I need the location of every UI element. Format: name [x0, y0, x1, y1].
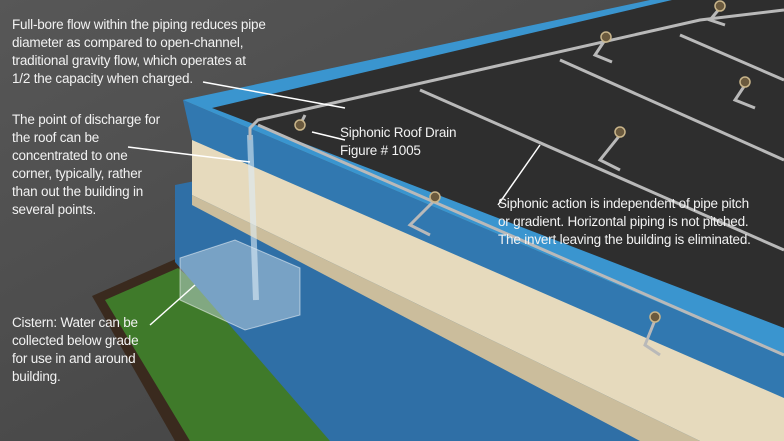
roof-drains	[294, 0, 751, 323]
drain-figure: Figure # 1005	[340, 143, 421, 158]
cistern	[179, 239, 301, 331]
annotation-drain: Siphonic Roof Drain Figure # 1005	[340, 124, 456, 160]
piping	[248, 7, 784, 357]
drain-icon	[714, 0, 726, 12]
leader-lines	[127, 81, 541, 326]
wall-band-shade	[192, 195, 700, 441]
wall-band	[192, 138, 784, 441]
drain-icon	[294, 119, 306, 131]
drain-icon	[600, 31, 612, 43]
annotation-discharge: The point of discharge for the roof can …	[12, 112, 160, 217]
annotation-siphonic-action: Siphonic action is independent of pipe p…	[498, 196, 751, 247]
drain-icon	[614, 126, 626, 138]
drain-name: Siphonic Roof Drain	[340, 125, 457, 140]
drain-icon	[739, 76, 751, 88]
drain-icon	[429, 191, 441, 203]
drain-icon	[649, 311, 661, 323]
roof-surface	[212, 0, 784, 328]
annotation-cistern: Cistern: Water can be collected below gr…	[12, 315, 139, 384]
annotation-full-bore: Full-bore flow within the piping reduces…	[12, 17, 266, 86]
parapet-front	[183, 100, 784, 398]
downspout	[247, 134, 259, 301]
